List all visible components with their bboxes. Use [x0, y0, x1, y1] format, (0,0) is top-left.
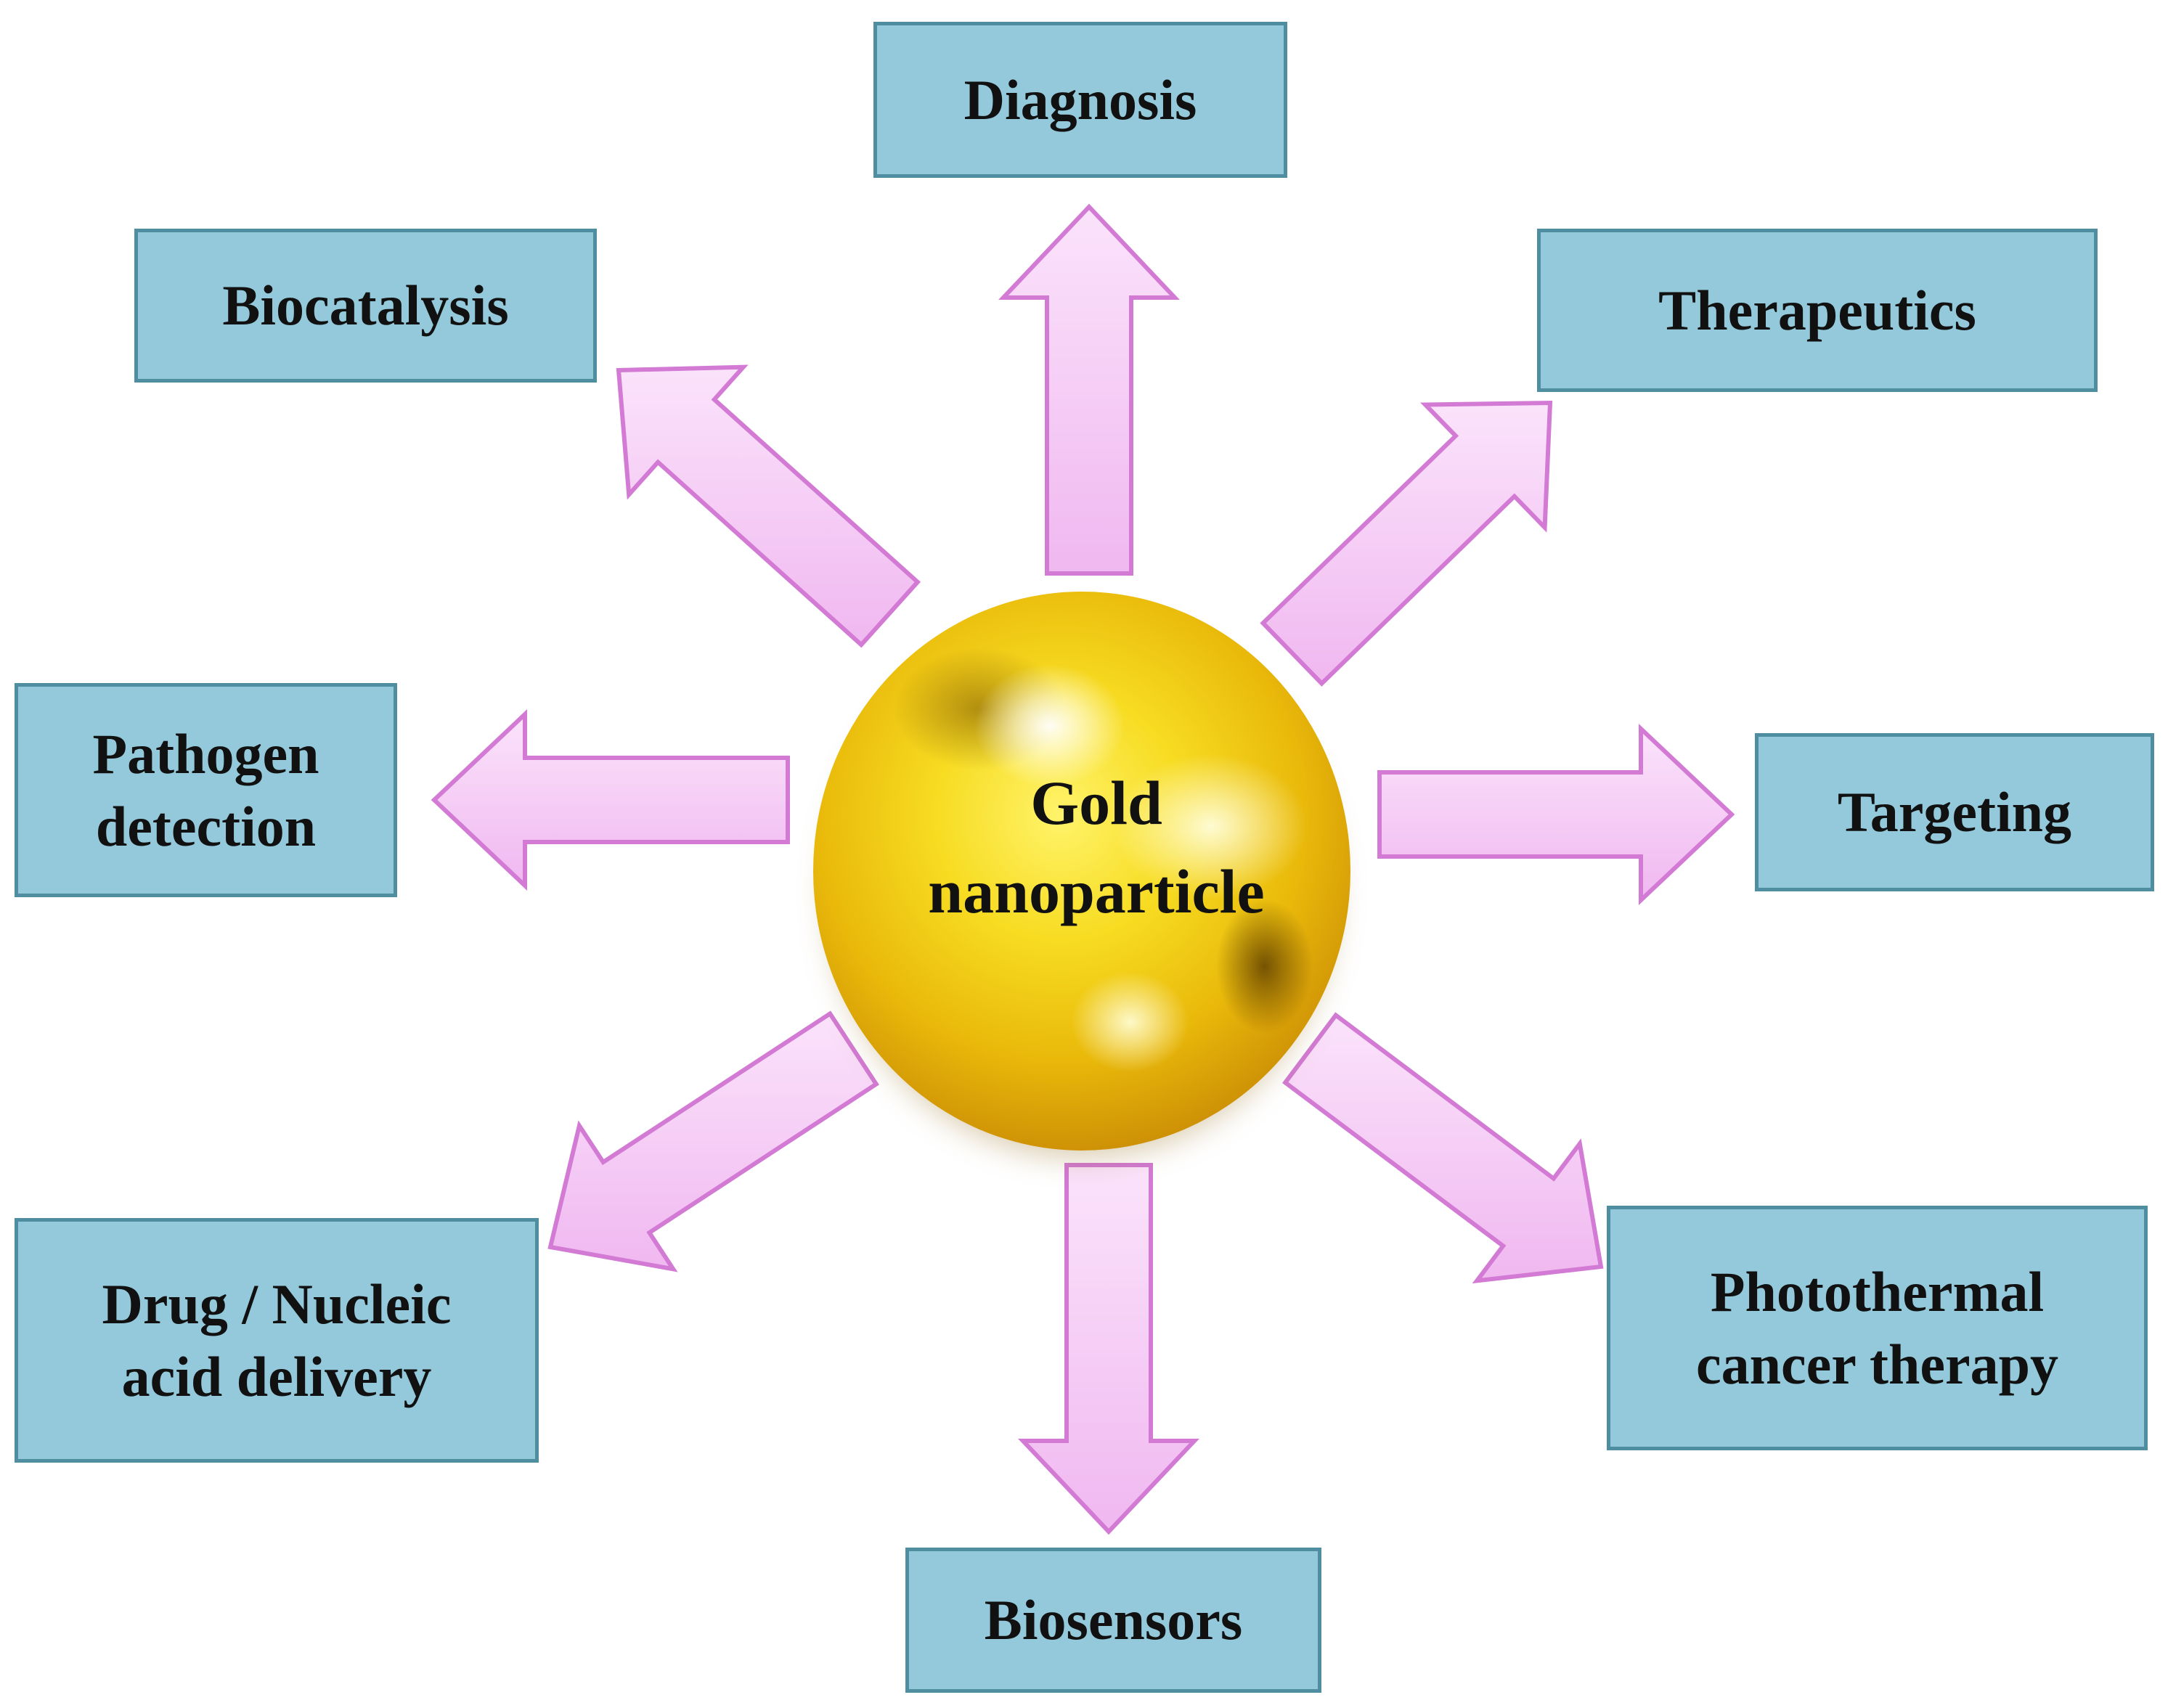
- arrow-group: [431, 203, 1735, 1535]
- node-therapeutics: Therapeutics: [1537, 229, 2098, 392]
- node-biosensors: Biosensors: [905, 1548, 1321, 1693]
- gold-nanoparticle-sphere: [813, 592, 1350, 1151]
- node-pathogen: Pathogen detection: [15, 683, 397, 897]
- arrow-to-drug-delivery: [547, 1010, 879, 1272]
- node-targeting: Targeting: [1755, 733, 2154, 891]
- node-diagnosis: Diagnosis: [873, 22, 1287, 178]
- arrow-to-diagnosis: [998, 203, 1180, 576]
- node-photothermal: Photothermal cancer therapy: [1607, 1206, 2148, 1450]
- arrow-to-pathogen: [431, 709, 790, 891]
- arrow-to-biocatalysis: [616, 364, 921, 648]
- arrow-to-therapeutics: [1260, 400, 1553, 687]
- center-label: Gold nanoparticle: [928, 768, 1265, 927]
- node-drug-delivery: Drug / Nucleic acid delivery: [15, 1218, 539, 1463]
- node-biocatalysis: Biocatalysis: [134, 229, 597, 383]
- arrow-to-biosensors: [1018, 1163, 1199, 1535]
- arrow-to-targeting: [1377, 724, 1735, 905]
- arrow-to-photothermal: [1281, 1012, 1604, 1284]
